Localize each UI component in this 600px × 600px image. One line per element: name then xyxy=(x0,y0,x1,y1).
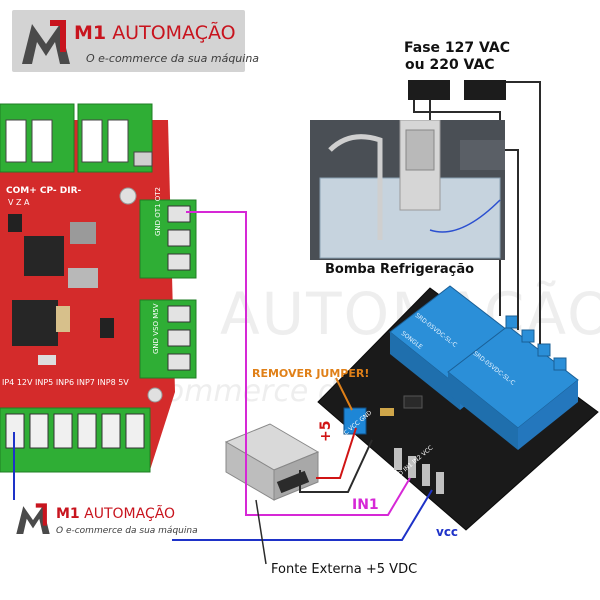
phase-connector-left xyxy=(408,80,450,100)
fase-label-line2: ou 220 VAC xyxy=(405,57,495,73)
fase-label-line1: Fase 127 VAC xyxy=(404,40,510,56)
terminal-block-bottom xyxy=(0,407,151,473)
logo-bottom-slogan: O e-commerce da sua máquina xyxy=(56,526,198,536)
vcc-wire xyxy=(13,432,433,541)
plus5-label: +5 xyxy=(318,420,334,442)
bomba-label: Bomba Refrigeração xyxy=(325,262,475,277)
remover-jumper-pointer xyxy=(335,377,353,411)
board-gnd-text: GND OT1 OT2 xyxy=(154,187,162,236)
vcc-label: vcc xyxy=(436,525,459,539)
ground-wire xyxy=(299,439,373,493)
logo-bottom: M1 AUTOMAÇÃO O e-commerce da sua máquina xyxy=(12,500,198,542)
logo-top-slogan: O e-commerce da sua máquina xyxy=(86,52,260,65)
in1-label: IN1 xyxy=(352,497,379,513)
board-com-text: COM+ CP- DIR- xyxy=(6,186,82,196)
pump-photo xyxy=(310,120,505,260)
board-gnd2-text: GND VSO M5V xyxy=(152,303,160,354)
board-inputs-text: IP4 12V INP5 INP6 INP7 INP8 5V xyxy=(2,378,129,387)
m1-logo-mark-small-icon xyxy=(16,503,50,534)
logo-top: M1 AUTOMAÇÃO O e-commerce da sua máquina xyxy=(12,10,259,72)
in1-wire xyxy=(186,211,411,516)
power-supply xyxy=(224,423,320,501)
fonte-label: Fonte Externa +5 VDC xyxy=(271,562,418,577)
m1-logo-mark-icon xyxy=(22,20,70,64)
relay-module xyxy=(317,285,599,531)
logo-bottom-brand: M1 AUTOMAÇÃO xyxy=(56,506,176,522)
remover-jumper-label: REMOVER JUMPER! xyxy=(252,367,370,380)
controller-board xyxy=(0,120,175,470)
plus5-wire xyxy=(316,427,357,479)
fonte-pointer xyxy=(255,499,267,565)
logo-top-brand: M1 AUTOMAÇÃO xyxy=(74,22,236,44)
board-vz-text: V Z A xyxy=(8,198,30,207)
fase-label: Fase 127 VAC ou 220 VAC xyxy=(404,40,510,74)
phase-connector-right xyxy=(464,80,506,100)
terminal-block-top xyxy=(0,103,153,173)
